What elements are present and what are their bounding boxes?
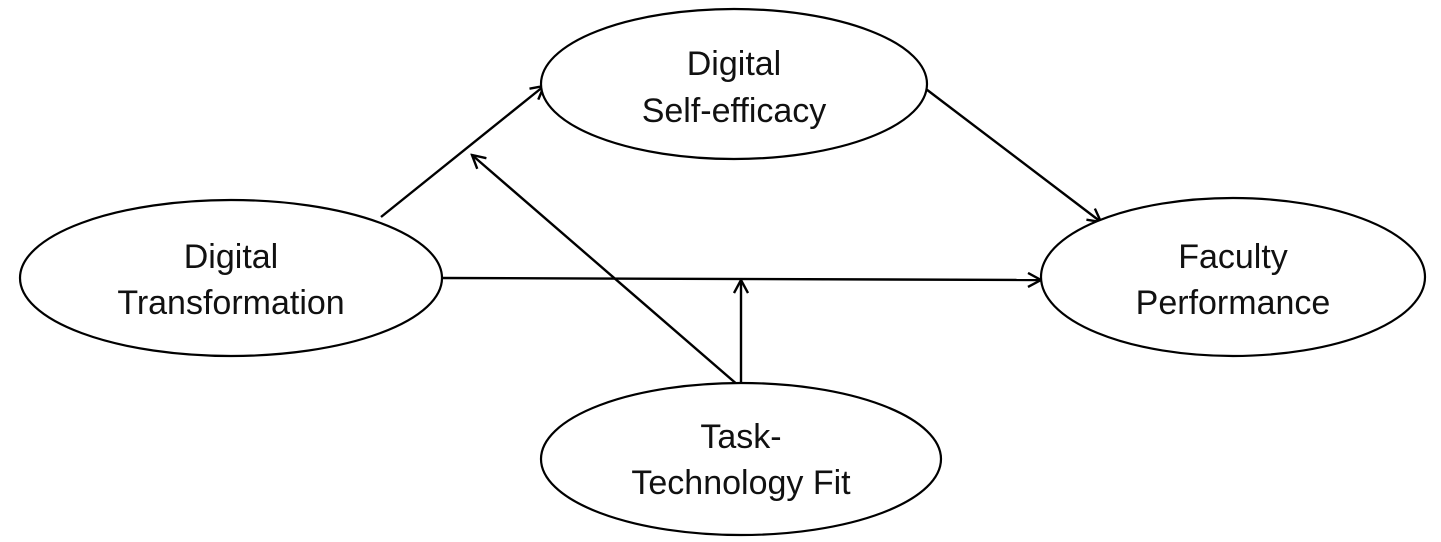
arrow-transformation-to-self-efficacy <box>380 86 544 218</box>
node-faculty-performance-line2: Performance <box>1136 284 1331 322</box>
node-task-technology-fit: Task- Technology Fit <box>539 381 943 537</box>
node-task-technology-fit-line2: Technology Fit <box>631 464 851 502</box>
arrow-self-efficacy-to-performance <box>921 85 1101 222</box>
node-digital-transformation-ellipse <box>18 198 444 358</box>
node-faculty-performance-ellipse <box>1039 196 1427 358</box>
arrow-transformation-to-performance <box>440 278 1041 280</box>
node-faculty-performance-line1: Faculty <box>1178 238 1288 276</box>
node-digital-self-efficacy-ellipse <box>539 7 929 161</box>
node-digital-transformation-line1: Digital <box>184 238 278 276</box>
node-faculty-performance: Faculty Performance <box>1039 196 1427 358</box>
node-digital-transformation-line2: Transformation <box>117 284 344 322</box>
node-digital-self-efficacy-line1: Digital <box>687 45 781 83</box>
node-digital-self-efficacy: Digital Self-efficacy <box>539 7 929 161</box>
arrow-fit-moderates-self-efficacy-path <box>472 155 740 387</box>
node-digital-transformation: Digital Transformation <box>18 198 444 358</box>
node-task-technology-fit-line1: Task- <box>700 418 781 456</box>
node-task-technology-fit-ellipse <box>539 381 943 537</box>
node-digital-self-efficacy-line2: Self-efficacy <box>642 92 827 130</box>
